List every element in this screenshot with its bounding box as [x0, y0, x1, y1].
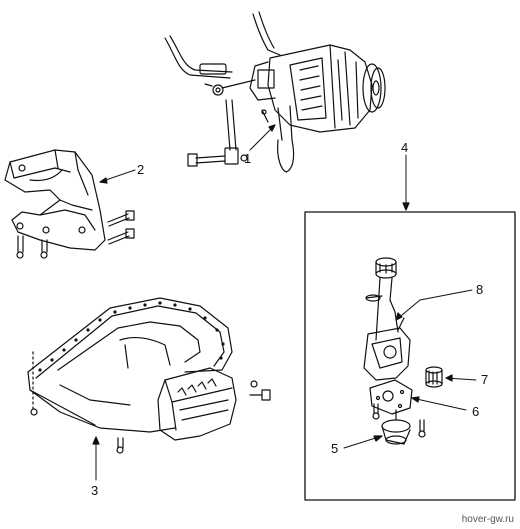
- callout-3: 3: [91, 483, 99, 498]
- oil-pump-detail-frame: [304, 154, 516, 501]
- callout-8: 8: [476, 282, 484, 297]
- callout-1: 1: [244, 151, 252, 166]
- watermark: hover-gw.ru: [461, 514, 514, 525]
- oil-pan: [27, 297, 271, 481]
- oil-pump-assembly: [343, 257, 477, 449]
- callout-5: 5: [331, 441, 339, 456]
- callout-4: 4: [401, 140, 409, 155]
- callout-7: 7: [481, 372, 489, 387]
- alternator-bracket: [4, 149, 136, 259]
- callout-6: 6: [472, 404, 480, 419]
- callout-2: 2: [137, 162, 145, 177]
- alternator-assembly: [164, 11, 386, 173]
